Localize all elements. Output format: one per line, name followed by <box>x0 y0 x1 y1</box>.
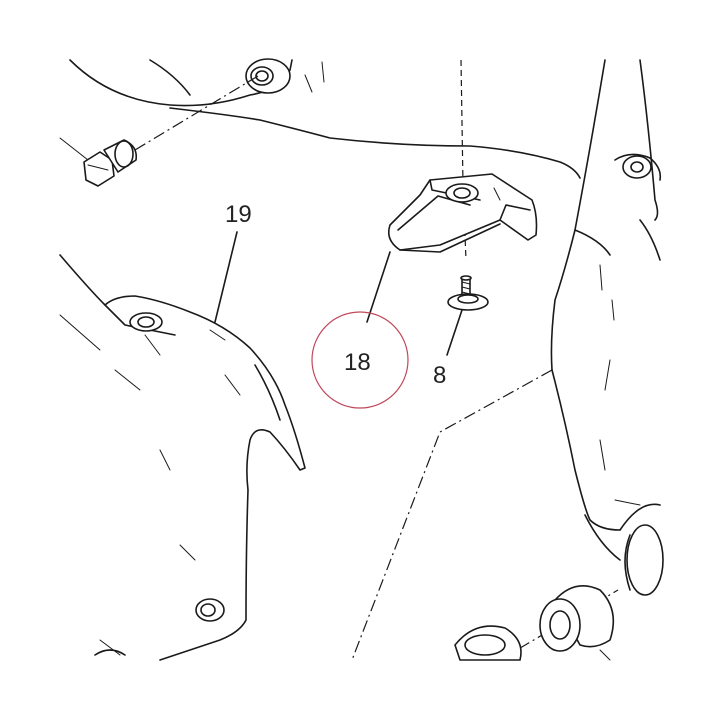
leader-line-19 <box>214 231 238 323</box>
bracket-part-18 <box>387 173 538 253</box>
callout-label-19: 19 <box>225 201 252 228</box>
callout-18-highlight-circle <box>311 311 409 409</box>
bolt-left <box>59 75 259 187</box>
callout-label-18: 18 <box>344 349 371 376</box>
callout-label-8: 8 <box>433 362 446 389</box>
fairing-part-19 <box>59 254 306 661</box>
leader-line-8 <box>446 309 463 356</box>
diagonal-axis-line <box>351 369 553 661</box>
leader-line-18 <box>366 251 391 323</box>
bushing-assembly <box>454 503 664 661</box>
center-axis-line <box>460 59 464 186</box>
upper-left-fairing <box>69 59 581 179</box>
right-frame <box>550 59 662 561</box>
grommet <box>245 58 291 94</box>
screw-part-8 <box>447 275 489 311</box>
